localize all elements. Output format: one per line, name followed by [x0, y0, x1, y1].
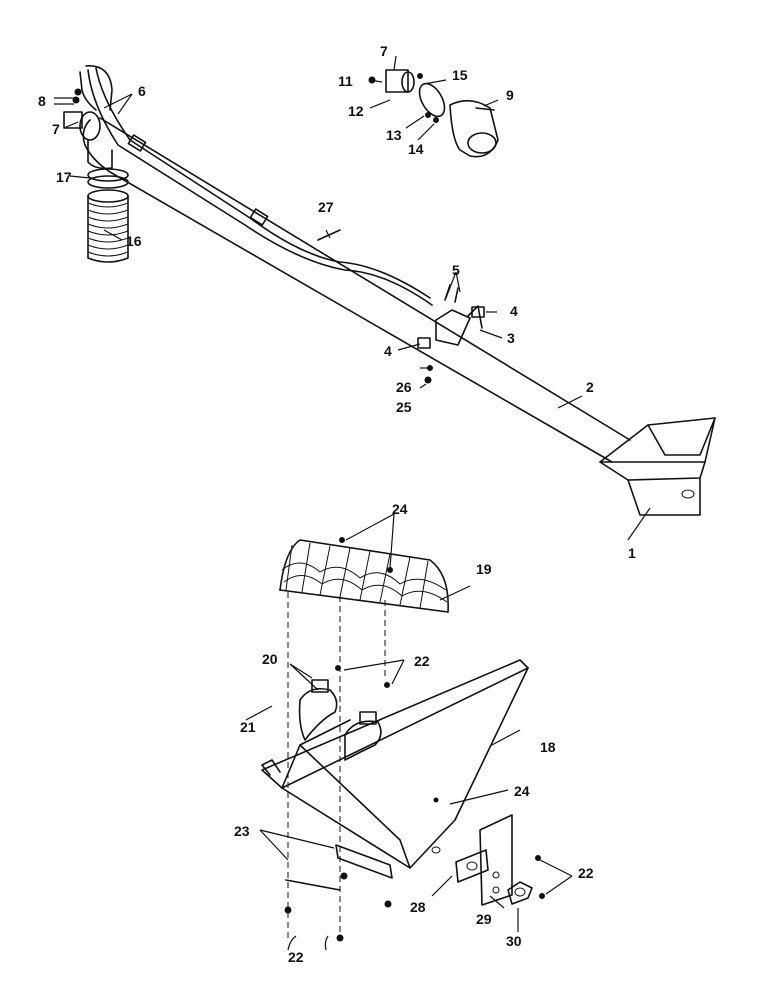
callout-6: 6 [138, 83, 146, 99]
callout-19: 19 [476, 561, 492, 577]
callout-2: 2 [586, 379, 594, 395]
callout-7-head: 7 [52, 121, 60, 137]
callout-1: 1 [628, 545, 636, 561]
callout-16: 16 [126, 233, 142, 249]
callout-22-right: 22 [578, 865, 594, 881]
callout-11: 11 [338, 73, 353, 89]
callout-20: 20 [262, 651, 278, 667]
callout-4-right: 4 [510, 303, 518, 319]
tube-hopper [599, 417, 716, 516]
callout-24-bottom: 24 [514, 783, 530, 799]
callout-labels: 1 2 3 4 4 5 6 7 7 8 9 11 12 13 14 15 16 … [38, 43, 636, 965]
gearbox-detail [368, 69, 499, 158]
callout-24-top: 24 [392, 501, 408, 517]
flex-spout [87, 168, 129, 263]
hopper-pads [284, 844, 393, 942]
hydraulic-hoses [79, 65, 433, 306]
hopper-body [261, 659, 529, 869]
callout-14: 14 [408, 141, 424, 157]
auger-tube [79, 111, 631, 463]
callout-4-left: 4 [384, 343, 392, 359]
callout-8: 8 [38, 93, 46, 109]
callout-30: 30 [506, 933, 522, 949]
alignment-lines [287, 592, 386, 940]
callout-23: 23 [234, 823, 250, 839]
callout-9: 9 [506, 87, 514, 103]
callout-22-bottom: 22 [288, 949, 304, 965]
callout-26: 26 [396, 379, 412, 395]
callout-7-gearbox: 7 [380, 43, 388, 59]
callout-29: 29 [476, 911, 492, 927]
callout-3: 3 [507, 330, 515, 346]
head-motor [63, 88, 83, 129]
callout-21: 21 [240, 719, 256, 735]
mount-bracket [455, 814, 545, 906]
callout-28: 28 [410, 899, 426, 915]
callout-22-top: 22 [414, 653, 430, 669]
callout-13: 13 [386, 127, 402, 143]
callout-12: 12 [348, 103, 364, 119]
callout-18: 18 [540, 739, 556, 755]
callout-27: 27 [318, 199, 334, 215]
leader-lines [54, 55, 651, 951]
callout-15: 15 [452, 67, 468, 83]
grate-brackets [298, 665, 390, 761]
callout-25: 25 [396, 399, 412, 415]
callout-5: 5 [452, 262, 460, 278]
callout-17: 17 [56, 169, 72, 185]
valve-assembly [417, 284, 485, 384]
hopper-grate [279, 537, 449, 613]
